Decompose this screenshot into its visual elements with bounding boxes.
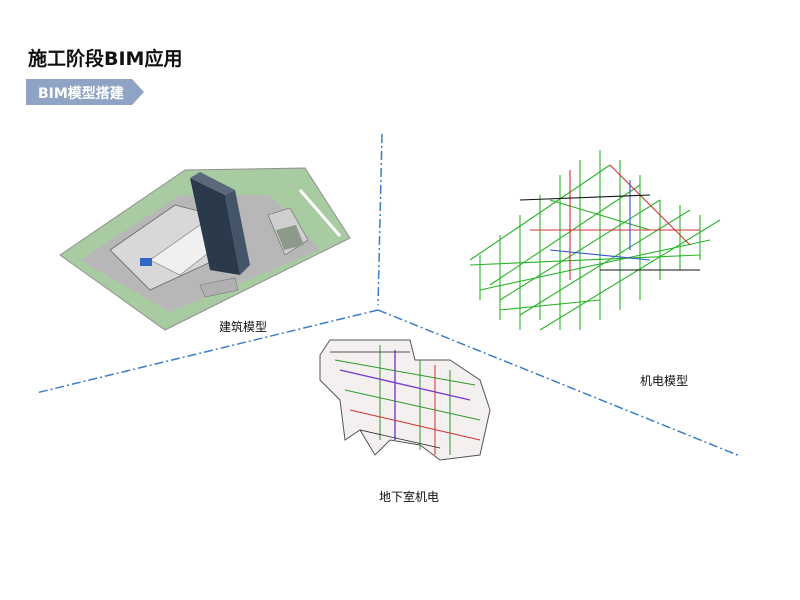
basement-mep-image [319,339,491,461]
mep-model-image [469,150,721,331]
mep-caption: 机电模型 [640,374,689,388]
architecture-model-image [59,167,351,331]
section-tag-label: BIM模型搭建 [38,86,124,102]
architecture-caption: 建筑模型 [219,320,268,334]
divider-lines [35,133,741,457]
section-tag: BIM模型搭建 [26,79,144,105]
page-title: 施工阶段BIM应用 [28,48,183,70]
basement-caption: 地下室机电 [379,490,440,504]
